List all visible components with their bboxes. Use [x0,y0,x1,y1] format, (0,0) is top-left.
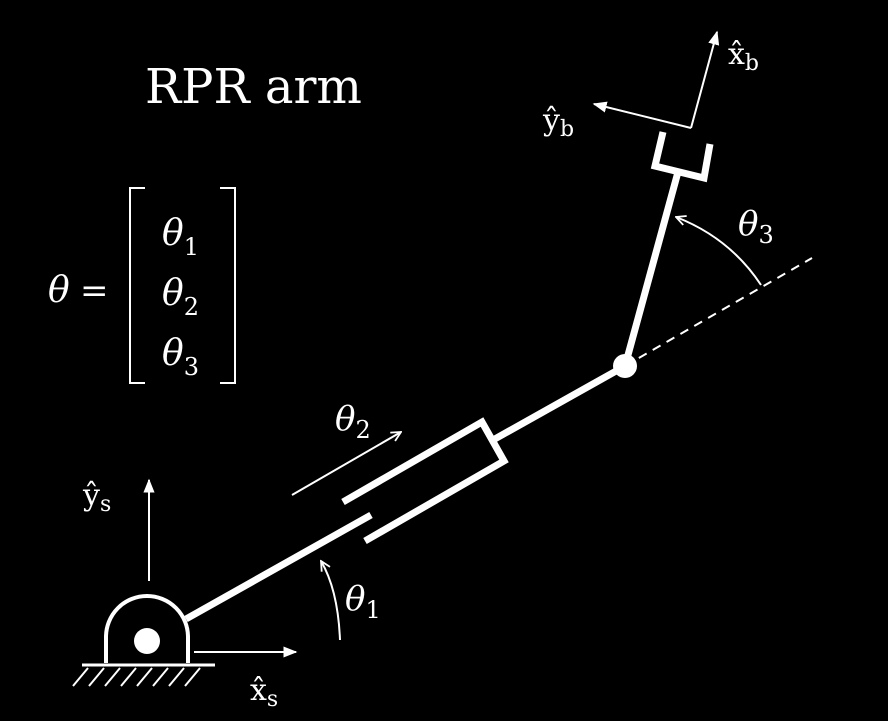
matrix-lhs: θ [48,270,70,311]
joint-vector-matrix: θ = θ1 θ2 θ3 [48,187,236,384]
matrix-entry-3: θ3 [162,333,199,381]
xb-axis-arrow [690,30,720,129]
revolute-joint-3 [613,354,637,378]
base-revolute-joint [72,594,215,687]
diagram-title: RPR arm [145,59,362,115]
theta2-label: θ2 [335,399,371,444]
theta3-arc-arrow [676,217,762,286]
link-2-extension-dashed [624,257,813,367]
matrix-equals: = [80,271,109,311]
yb-label: ŷb [542,103,574,142]
end-effector-gripper [650,131,714,183]
link-2 [491,362,627,444]
ground-hatching [72,667,201,687]
left-bracket [129,187,145,384]
matrix-entry-1: θ1 [162,213,199,261]
matrix-entry-2: θ2 [162,273,199,321]
theta3-label: θ3 [738,204,774,249]
link-1 [184,511,373,623]
xs-label: x̂s [250,673,278,712]
theta1-arc-arrow [321,561,341,641]
link-3 [621,171,682,367]
right-bracket [220,187,236,384]
theta1-label: θ1 [345,579,381,624]
yb-axis-arrow [592,101,692,129]
xb-label: x̂b [728,37,759,76]
theta2-direction-arrow [291,432,401,496]
ys-label: ŷs [82,478,111,517]
prismatic-housing [341,417,509,545]
